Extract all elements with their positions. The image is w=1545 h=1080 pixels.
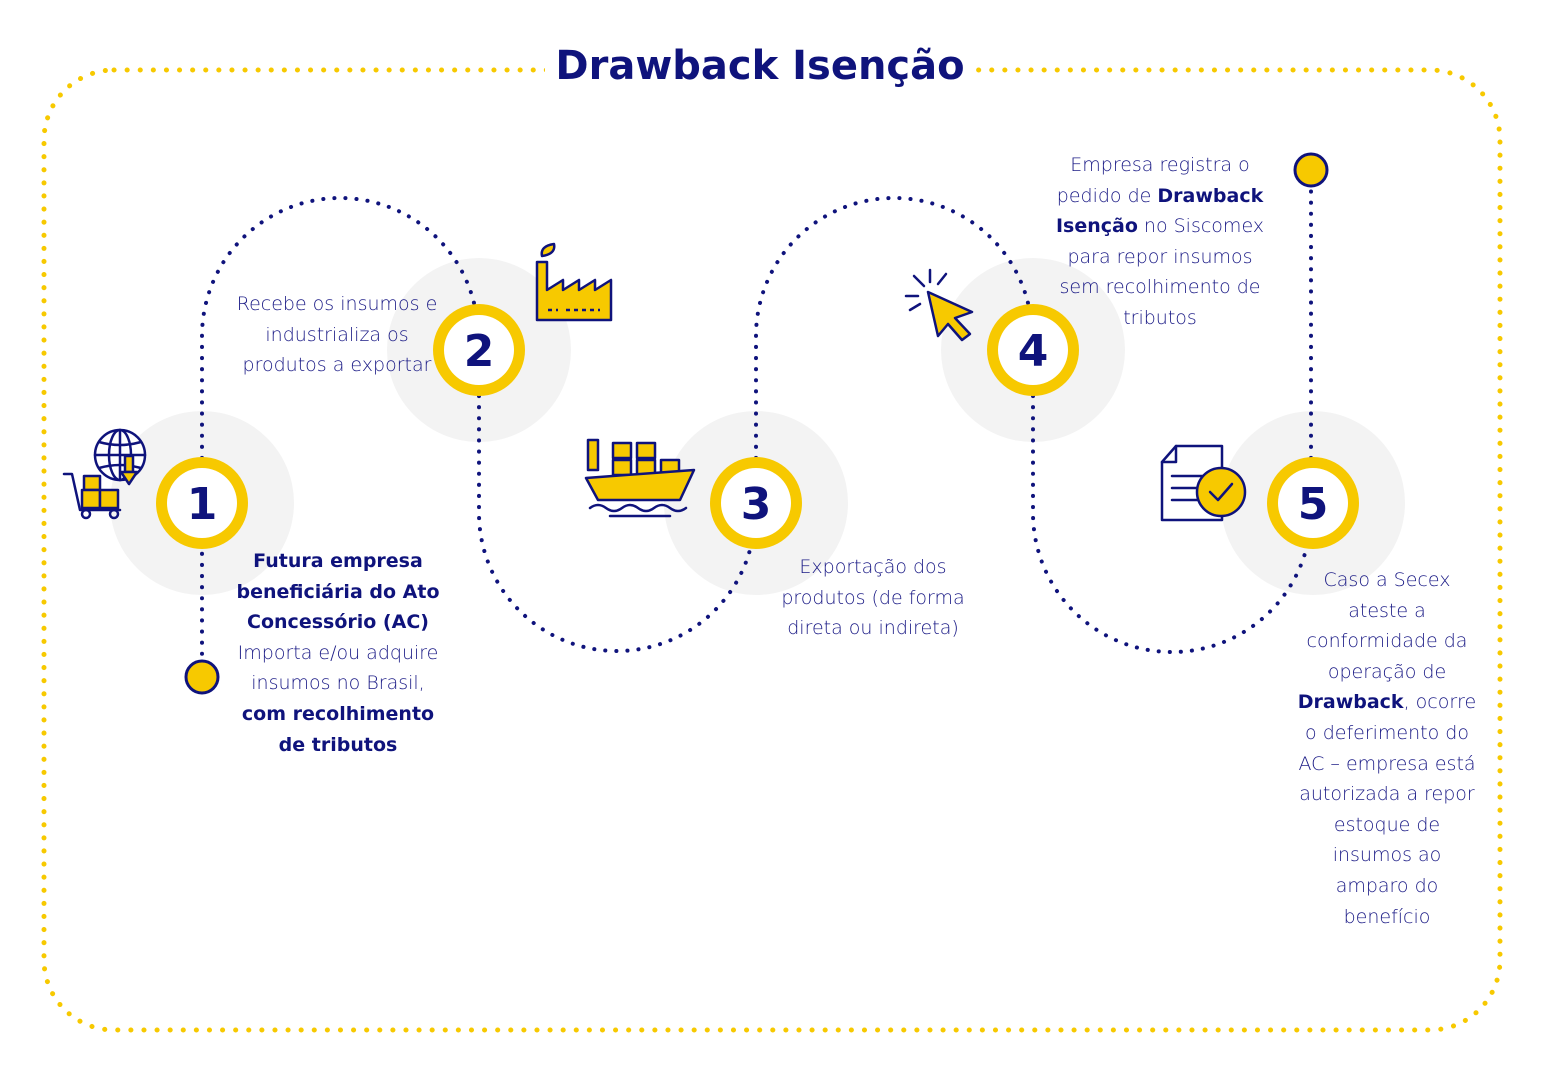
step-4-bold-1: Drawback Isenção: [1055, 184, 1264, 238]
step-2-text: Recebe os insumos e industrializa os pro…: [234, 289, 440, 381]
step-5-normal-1: Caso a Secex ateste a conformidade da op…: [1306, 569, 1468, 683]
step-4-text: Empresa registra o pedido de Drawback Is…: [1046, 150, 1274, 334]
step-1-number: 1: [187, 479, 218, 530]
document-check-icon: [1160, 444, 1247, 522]
end-dot: [1293, 152, 1329, 188]
step-1-text: Futura empresa beneficiária do Ato Conce…: [228, 546, 448, 760]
step-4-normal-1: Empresa registra o pedido de: [1056, 154, 1250, 207]
step-3-circle: 3: [710, 457, 802, 549]
step-4-circle: 4: [987, 304, 1079, 396]
step-2-circle: 2: [433, 304, 525, 396]
dotted-path: [200, 168, 1313, 678]
step-5-text: Caso a Secex ateste a conformidade da op…: [1297, 565, 1477, 932]
globe-cart-boxes-icon: [62, 428, 147, 520]
start-dot: [184, 659, 220, 695]
step-5-bold-1: Drawback: [1297, 691, 1404, 714]
step-1-circle: 1: [156, 457, 248, 549]
cargo-ship-icon: [584, 438, 696, 518]
step-3-number: 3: [741, 479, 772, 530]
step-5-number: 5: [1298, 479, 1329, 530]
step-circles: 1 2 3 4 5: [156, 304, 1359, 549]
page-title: Drawback Isenção: [545, 38, 975, 94]
step-1-normal-1: Importa e/ou adquire insumos no Brasil,: [237, 641, 439, 695]
step-1-bold-1: Futura empresa beneficiária do Ato Conce…: [236, 550, 440, 634]
cursor-click-icon: [904, 268, 974, 342]
step-5-normal-2: , ocorre o deferimento do AC – empresa e…: [1298, 691, 1477, 928]
step-2-normal-1: Recebe os insumos e industrializa os pro…: [236, 293, 438, 377]
step-4-normal-2: no Siscomex para repor insumos sem recol…: [1059, 215, 1265, 329]
factory-icon: [535, 242, 613, 322]
step-1-bold-2: com recolhimento de tributos: [241, 702, 435, 756]
step-2-number: 2: [464, 326, 495, 377]
dotted-frame: [41, 67, 1503, 1033]
step-3-text: Exportação dos produtos (de forma direta…: [764, 552, 982, 644]
step-5-circle: 5: [1267, 457, 1359, 549]
step-3-normal-1: Exportação dos produtos (de forma direta…: [781, 556, 965, 640]
step-4-number: 4: [1018, 326, 1049, 377]
